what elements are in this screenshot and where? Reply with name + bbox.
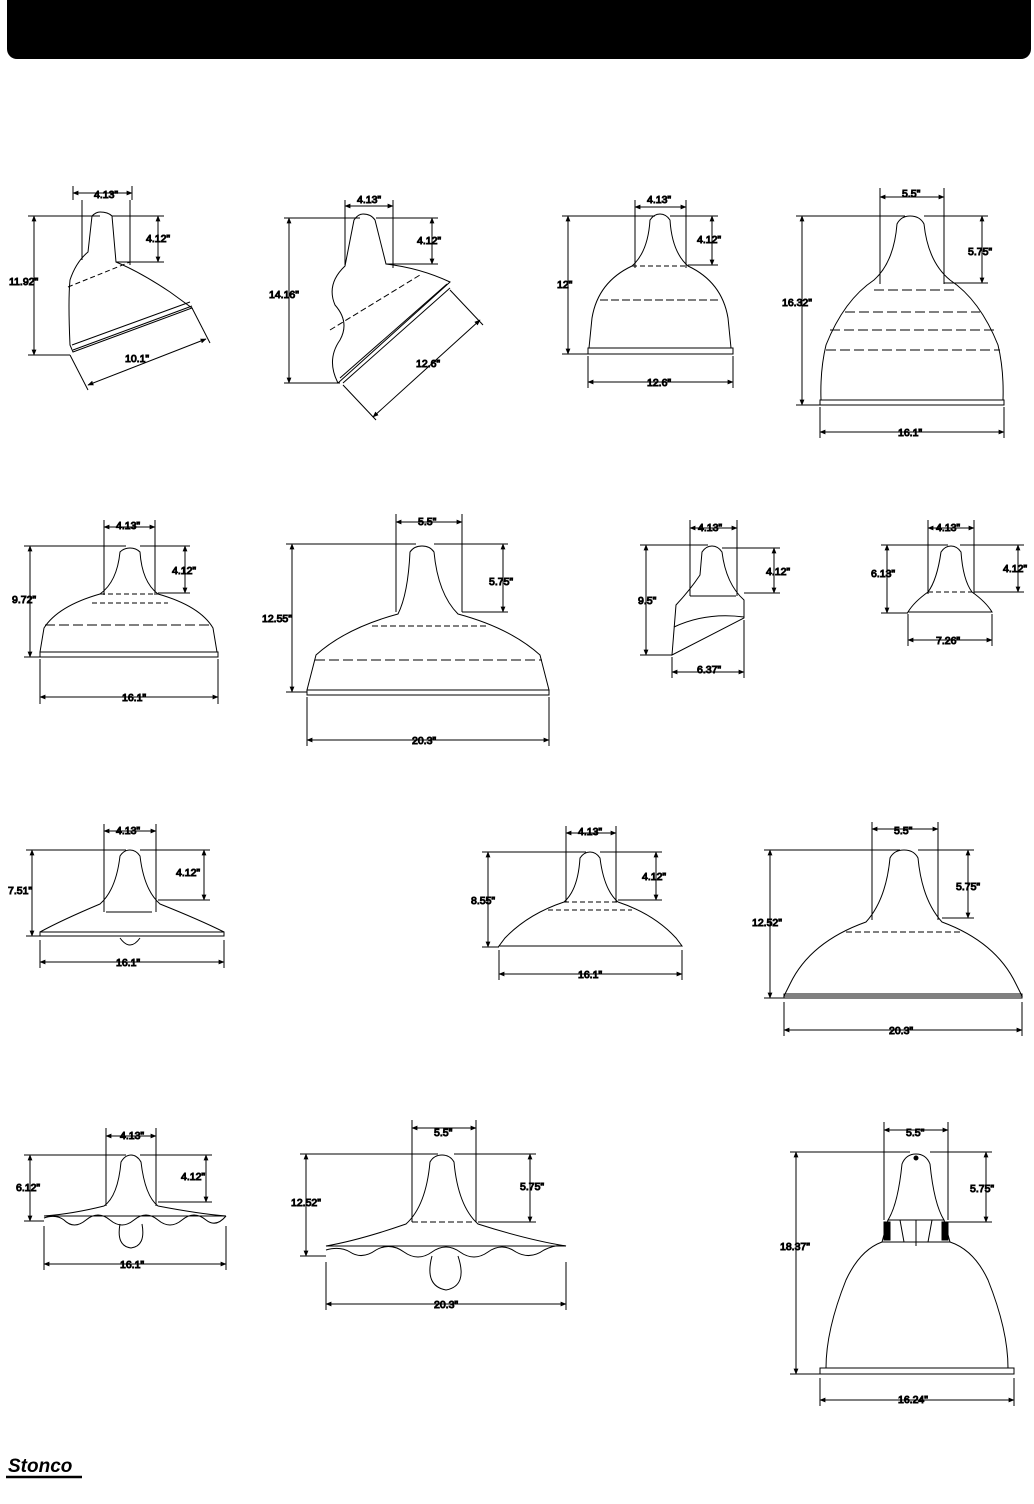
r2c4-top-label: 4.13"	[936, 522, 960, 534]
r4c3-height-label: 18.37"	[780, 1241, 810, 1253]
r2c1-height-label: 9.72"	[12, 594, 36, 606]
r1c2-height-label: 14.16"	[269, 289, 299, 301]
r1c4-height-label: 16.32"	[782, 297, 812, 309]
stonco-logo: Stonco	[6, 1456, 82, 1479]
shade-drawing-6	[286, 514, 550, 746]
r2c1-neck-label: 4.12"	[172, 565, 196, 577]
r4c2-height-label: 12.52"	[291, 1197, 321, 1209]
header-bar	[7, 0, 1031, 59]
r4c2-top-label: 5.5"	[434, 1127, 453, 1139]
r4c3-width-label: 16.24"	[898, 1394, 928, 1406]
r2c2-neck-label: 5.75"	[489, 576, 513, 588]
shade-drawing-7	[640, 520, 780, 678]
r3c3-width-label: 20.3"	[889, 1025, 913, 1037]
r3c3-top-label: 5.5"	[894, 825, 913, 837]
r3c3-height-label: 12.52"	[752, 917, 782, 929]
r3c2-neck-label: 4.12"	[642, 871, 666, 883]
r2c1-top-label: 4.13"	[116, 520, 140, 532]
r1c1-neck-label: 4.12"	[146, 233, 170, 245]
r1c2-top-label: 4.13"	[357, 194, 381, 206]
r2c4-height-label: 6.13"	[871, 568, 895, 580]
r3c1-height-label: 7.51"	[8, 885, 32, 897]
shade-drawing-12	[24, 1128, 227, 1270]
r1c1-width-label: 10.1"	[125, 353, 149, 365]
r1c1-height-label: 11.92"	[9, 276, 38, 288]
r3c2-width-label: 16.1"	[578, 969, 602, 981]
r2c2-height-label: 12.55"	[262, 613, 292, 625]
r3c2-height-label: 8.55"	[471, 895, 495, 907]
r1c3-height-label: 12"	[557, 279, 573, 291]
shade-drawing-10	[482, 826, 683, 980]
r4c1-top-label: 4.13"	[120, 1130, 144, 1142]
shade-drawing-9	[26, 824, 225, 968]
r2c3-height-label: 9.5"	[638, 595, 657, 607]
r4c1-neck-label: 4.12"	[181, 1171, 205, 1183]
shade-drawing-14	[790, 1122, 1015, 1406]
r4c2-width-label: 20.3"	[434, 1299, 458, 1311]
r2c3-top-label: 4.13"	[698, 522, 722, 534]
shade-drawing-13	[300, 1120, 567, 1310]
r1c4-width-label: 16.1"	[898, 427, 922, 439]
r1c4-neck-label: 5.75"	[968, 246, 992, 258]
r1c4-top-label: 5.5"	[902, 188, 921, 200]
r2c3-width-label: 6.37"	[697, 664, 721, 676]
r4c1-height-label: 6.12"	[16, 1182, 40, 1194]
r2c2-width-label: 20.3"	[412, 735, 436, 747]
r3c2-top-label: 4.13"	[578, 826, 602, 838]
r1c3-top-label: 4.13"	[647, 194, 671, 206]
r1c2-width-label: 12.6"	[416, 358, 440, 370]
shade-drawing-1	[28, 186, 211, 391]
r4c1-width-label: 16.1"	[120, 1259, 144, 1271]
r2c4-neck-label: 4.12"	[1003, 563, 1027, 575]
r3c1-width-label: 16.1"	[116, 957, 140, 969]
r2c3-neck-label: 4.12"	[766, 566, 790, 578]
shade-drawing-11	[764, 822, 1023, 1036]
r2c2-top-label: 5.5"	[418, 516, 437, 528]
shade-drawing-5	[24, 520, 219, 704]
r2c4-width-label: 7.26"	[936, 635, 960, 647]
r1c2-neck-label: 4.12"	[417, 235, 441, 247]
r1c1-top-label: 4.13"	[94, 189, 118, 201]
brand-name: Stonco	[8, 1456, 72, 1477]
r2c1-width-label: 16.1"	[122, 692, 146, 704]
shade-drawing-8	[881, 520, 1024, 646]
r3c3-neck-label: 5.75"	[956, 881, 980, 893]
r1c3-width-label: 12.6"	[647, 377, 671, 389]
r3c1-neck-label: 4.12"	[176, 867, 200, 879]
shade-drawing-2	[284, 200, 484, 421]
shade-drawing-3	[562, 200, 734, 388]
shade-drawing-4	[796, 188, 1005, 438]
r4c3-neck-label: 5.75"	[970, 1183, 994, 1195]
r3c1-top-label: 4.13"	[116, 825, 140, 837]
r1c3-neck-label: 4.12"	[697, 234, 721, 246]
r4c2-neck-label: 5.75"	[520, 1181, 544, 1193]
r4c3-top-label: 5.5"	[906, 1127, 925, 1139]
